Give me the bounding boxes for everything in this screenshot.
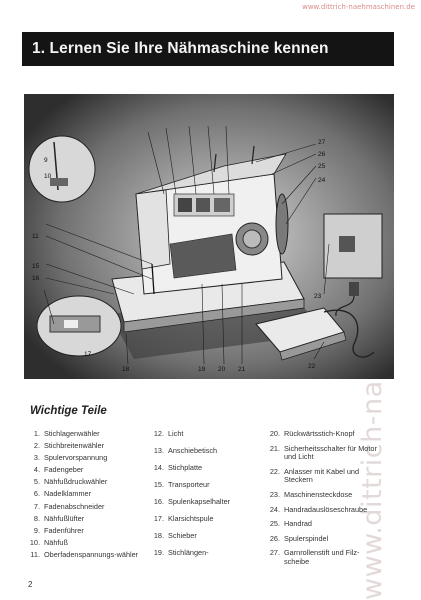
callout-27: 27	[318, 139, 326, 146]
page-title: 1. Lernen Sie Ihre Nähmaschine kennen	[32, 40, 329, 57]
list-item: 19.Stichlängen-	[153, 547, 209, 557]
list-item: 14.Stichplatte	[153, 462, 203, 472]
list-item: 9.Fadenführer	[33, 525, 84, 535]
list-item: 18.Schieber	[153, 530, 197, 540]
list-item: 8.Nähfußlüfter	[33, 513, 85, 523]
watermark-url: www.dittrich-naehmaschinen.de	[302, 3, 415, 11]
callout-24: 24	[318, 177, 326, 184]
callout-21: 21	[238, 366, 246, 373]
list-item: 24.Handradauslöseschraube	[269, 504, 368, 514]
page-number: 2	[28, 580, 33, 589]
list-item: 17.Klarsichtspule	[153, 513, 214, 523]
section-heading: Wichtige Teile	[30, 405, 107, 417]
callout-26: 26	[318, 151, 326, 158]
title-bar: 1. Lernen Sie Ihre Nähmaschine kennen	[22, 32, 394, 66]
callout-15: 15	[32, 263, 40, 270]
callout-11: 11	[32, 233, 39, 240]
list-item: 22.Anlasser mit Kabel und Steckern	[269, 466, 360, 485]
list-item: 10.Nähfuß	[29, 537, 68, 547]
list-item: 2.Stichbreitenwähler	[33, 441, 105, 451]
list-item: 20.Rückwärtsstich-Knopf	[269, 429, 355, 438]
list-item: 27.Garnrollenstift und Filz-scheibe	[269, 548, 360, 566]
sewing-machine-illustration: 9 10 11 15 16 17 18 19 20 21 22 23 24 25…	[24, 94, 394, 379]
callout-18: 18	[122, 366, 130, 373]
list-item: 6.Nadelklammer	[33, 489, 92, 499]
list-item: 1.Stichlagenwähler	[33, 429, 100, 438]
callout-25: 25	[318, 163, 326, 170]
callout-20: 20	[218, 366, 226, 373]
parts-list-column-3: 20.Rückwärtsstich-Knopf 21.Sicherheitssc…	[266, 429, 378, 573]
callout-16: 16	[32, 275, 40, 282]
callout-10: 10	[44, 173, 52, 180]
callout-23: 23	[314, 293, 322, 300]
list-item: 16.Spulenkapselhalter	[153, 496, 231, 506]
list-item: 25.Handrad	[269, 519, 312, 529]
callout-19: 19	[198, 366, 206, 373]
list-item: 23.Maschinensteckdose	[269, 489, 353, 499]
list-item: 5.Nähfußdruckwähler	[33, 477, 108, 487]
list-item: 11.Oberfadenspannungs-wähler	[30, 549, 139, 559]
callout-17: 17	[84, 351, 92, 358]
list-item: 26.Spulerspindel	[269, 533, 329, 543]
list-item: 13.Anschiebetisch	[153, 445, 218, 455]
callout-22: 22	[308, 363, 316, 370]
list-item: 3.Spulervorspannung	[33, 453, 108, 463]
parts-list-column-2: 12.Licht 13.Anschiebetisch 14.Stichplatt…	[150, 429, 260, 566]
callout-9: 9	[44, 157, 48, 164]
parts-list-column-1: 1.Stichlagenwähler 2.Stichbreitenwähler …	[26, 429, 146, 563]
list-item: 15.Transporteur	[153, 479, 210, 489]
list-item: 7.Fadenabschneider	[33, 501, 105, 511]
list-item: 4.Fadengeber	[33, 465, 84, 475]
list-item: 21.Sicherheitsschalter für Motor und Lic…	[269, 443, 377, 462]
list-item: 12.Licht	[153, 429, 184, 438]
